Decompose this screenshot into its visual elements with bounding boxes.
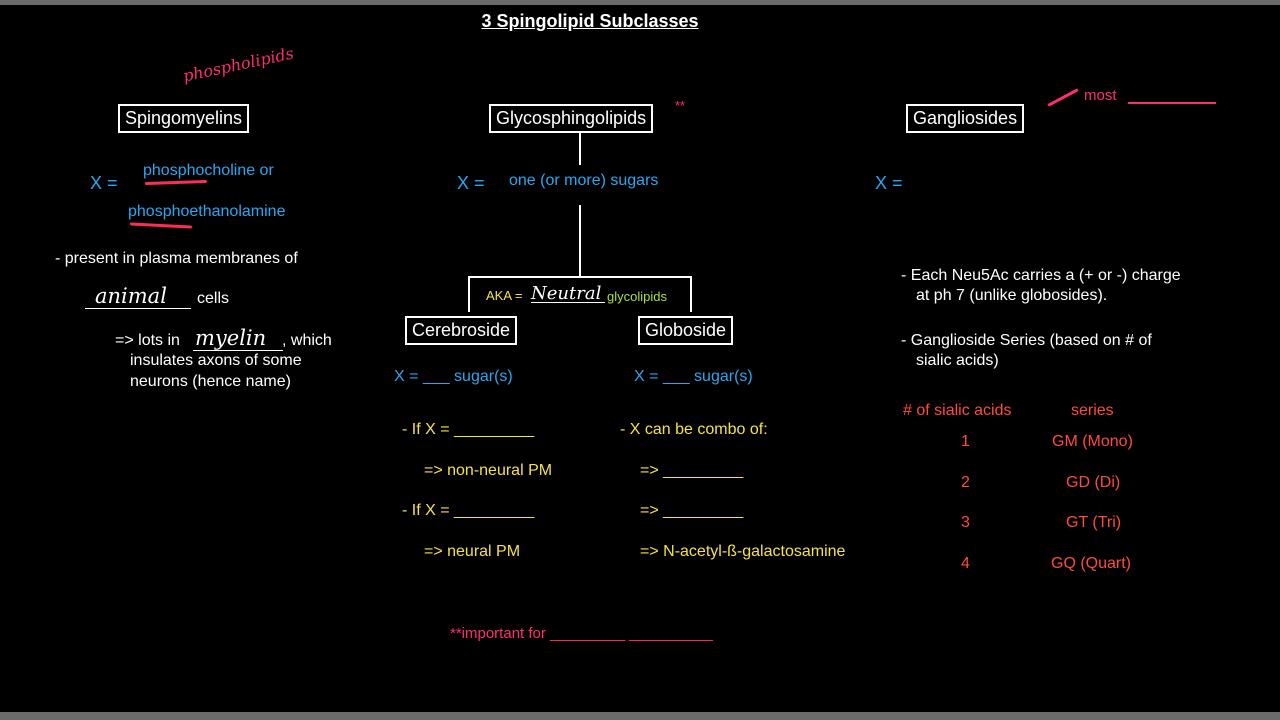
neutral-blank-line [531,302,605,303]
connector-line-top [579,133,581,165]
neurons-text: neurons (hence name) [130,373,291,390]
cerebroside-if1: - If X = _________ [402,421,535,438]
phospholipids-annotation: phospholipids [181,43,296,86]
most-blank-line [1128,102,1216,104]
insulates-text: insulates axons of some [130,352,302,369]
glycosphingolipids-header: Glycosphingolipids [489,104,654,133]
connector-line-mid [579,205,581,277]
cerebroside-header-label: Cerebroside [412,320,511,340]
top-bar [0,0,1280,5]
sphingomyelins-x-value-2: phosphoethanolamine [128,203,286,220]
gangliosides-header-label: Gangliosides [913,108,1018,128]
cerebroside-x: X = ___ sugar(s) [394,368,513,385]
aka-box [468,276,692,312]
cerebroside-header: Cerebroside [405,316,518,345]
myelin-blank-line [193,350,283,351]
globoside-c2: => _________ [640,502,744,519]
charge-line-1: - Each Neu5Ac carries a (+ or -) charge [901,267,1181,284]
table-row-2-count: 2 [961,474,970,491]
table-row-4-count: 4 [961,555,970,572]
table-row-1-count: 1 [961,433,970,450]
underline-phosphocholine [144,179,208,186]
neutral-handwritten: Neutral [531,283,602,304]
present-text: - present in plasma membranes of [55,250,298,267]
globoside-header: Globoside [638,316,734,345]
table-row-1-series: GM (Mono) [1052,433,1133,450]
most-annotation: most [1084,87,1117,104]
cerebroside-res1: => non-neural PM [424,462,553,479]
table-row-4-series: GQ (Quart) [1051,555,1132,572]
globoside-x: X = ___ sugar(s) [634,368,753,385]
table-header-series: series [1071,402,1114,419]
table-row-3-series: GT (Tri) [1066,514,1122,531]
underline-phosphoethanolamine [129,222,193,229]
globoside-c1: => _________ [640,462,744,479]
which-text: , which [282,332,332,349]
glyco-x-label: X = [457,173,485,193]
charge-line-2: at ph 7 (unlike globosides). [916,287,1108,304]
animal-handwritten: animal [95,284,167,308]
aka-prefix: AKA = [486,288,523,303]
cerebroside-if2: - If X = _________ [402,502,535,519]
most-arrow [1047,88,1079,107]
animal-blank-line [85,308,191,309]
series-line-1: - Ganglioside Series (based on # of [901,332,1152,349]
sphingomyelins-header-label: Spingomyelins [125,108,243,128]
important-note: **important for _________ __________ [450,625,713,642]
bottom-bar [0,712,1280,720]
sphingomyelins-x-label: X = [90,173,118,193]
page-title: 3 Spingolipid Subclasses [481,11,699,31]
myelin-handwritten: myelin [195,326,267,350]
sphingomyelins-header: Spingomyelins [118,104,250,133]
sphingomyelins-x-value-1: phosphocholine or [143,162,274,179]
series-line-2: sialic acids) [916,352,999,369]
double-star-annotation: ** [675,98,686,113]
table-header-sialic: # of sialic acids [903,402,1012,419]
globoside-combo: - X can be combo of: [620,421,768,438]
globoside-header-label: Globoside [645,320,727,340]
glycosphingolipids-header-label: Glycosphingolipids [496,108,647,128]
cells-text: cells [197,290,230,307]
gangliosides-header: Gangliosides [906,104,1025,133]
glyco-x-value: one (or more) sugars [509,172,659,189]
aka-suffix: glycolipids [607,289,667,304]
gangliosides-x-label: X = [875,173,903,193]
cerebroside-res2: => neural PM [424,543,521,560]
globoside-c3: => N-acetyl-ß-galactosamine [640,543,846,560]
table-row-3-count: 3 [961,514,970,531]
lots-in-text: => lots in [115,332,180,349]
table-row-2-series: GD (Di) [1066,474,1121,491]
